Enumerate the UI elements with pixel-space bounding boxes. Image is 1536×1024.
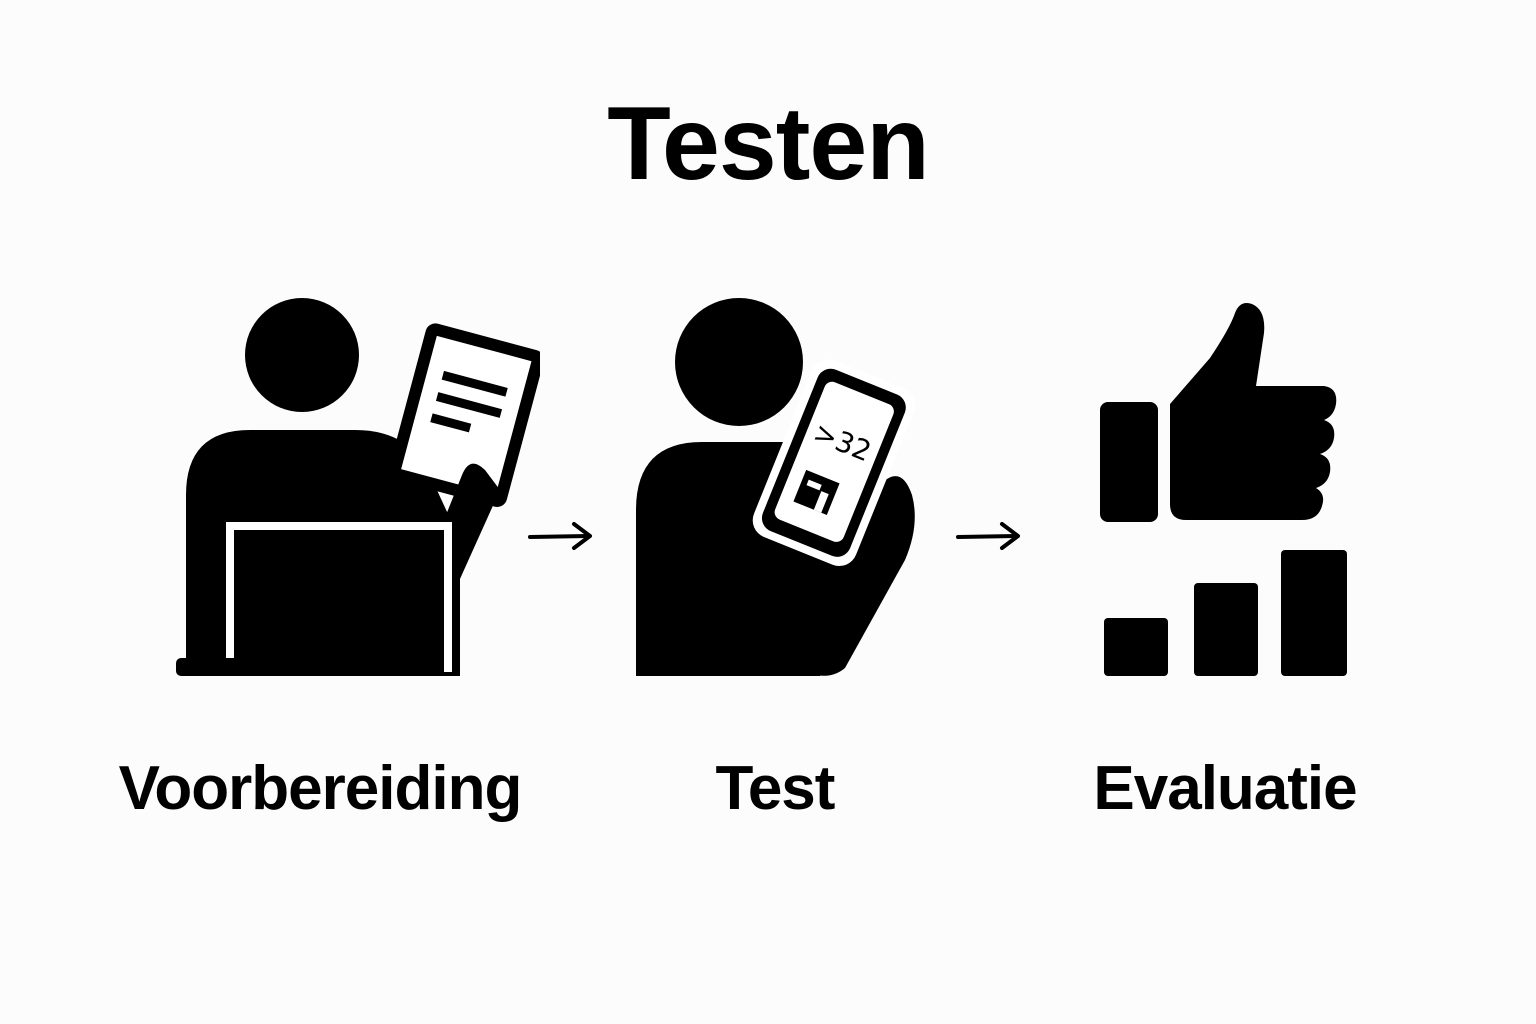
step-label-test: Test	[715, 754, 836, 823]
arrow-right-icon	[528, 522, 592, 550]
step-label-evaluatie: Evaluatie	[1093, 754, 1357, 823]
thumbs-up-with-bar-chart-icon	[1100, 303, 1347, 676]
step-label-voorbereiding: Voorbereiding	[118, 754, 523, 823]
person-with-laptop-and-document-icon	[176, 298, 540, 676]
arrow-right-icon	[956, 522, 1020, 550]
person-with-phone-icon: >32	[636, 298, 916, 676]
diagram-title: Testen	[607, 86, 930, 202]
